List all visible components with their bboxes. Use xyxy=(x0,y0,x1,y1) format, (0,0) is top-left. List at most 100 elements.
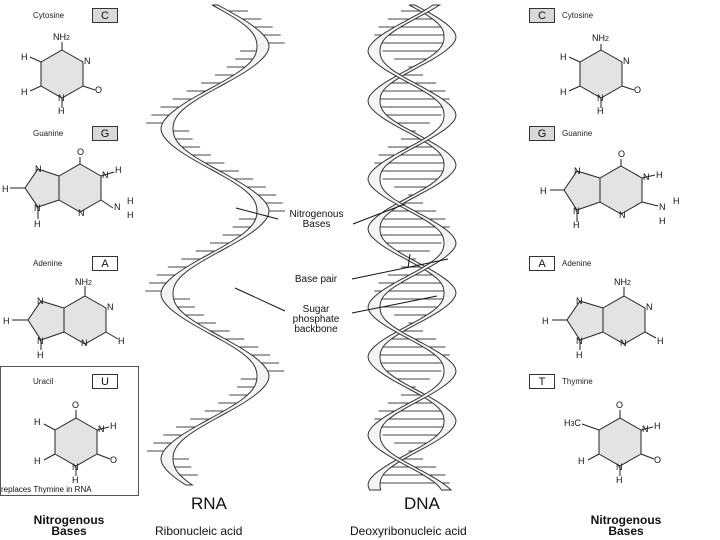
atom-n: N xyxy=(619,210,626,220)
thymine-label: Thymine xyxy=(562,377,593,386)
atom-n: N xyxy=(574,166,581,176)
thymine-methyl-label: H3C xyxy=(564,418,581,428)
guanine-left-structure xyxy=(10,157,115,219)
cytosine-right-letter-box: C xyxy=(529,8,555,23)
base-pair-callout: Base pair xyxy=(294,274,338,285)
guanine-label: Guanine xyxy=(33,129,64,138)
atom-h: H xyxy=(37,350,44,360)
atom-h: H xyxy=(21,52,28,62)
uracil-structure xyxy=(43,410,111,476)
atom-n: N xyxy=(642,424,649,434)
atom-n: N xyxy=(81,338,88,348)
atom-h: H xyxy=(560,87,567,97)
cytosine-right-label: Cytosine xyxy=(562,11,594,20)
cytosine-right-amino-label: NH2 xyxy=(592,33,609,43)
atom-n: N xyxy=(107,302,114,312)
atom-n: N xyxy=(620,338,627,348)
atom-n: N xyxy=(34,203,41,213)
dna-title: DNA xyxy=(404,494,440,513)
atom-n: N xyxy=(576,296,583,306)
atom-o: O xyxy=(95,85,103,95)
rna-title: RNA xyxy=(191,494,227,513)
cytosine-label: Cytosine xyxy=(33,11,65,20)
adenine-right-amino-label: NH2 xyxy=(614,277,631,287)
atom-h: H xyxy=(673,196,680,206)
atom-o: O xyxy=(72,400,80,410)
atom-h: H xyxy=(576,350,583,360)
atom-n: N xyxy=(643,172,650,182)
atom-n: N xyxy=(576,336,583,346)
cytosine-right-structure xyxy=(568,44,635,108)
uracil-panel xyxy=(0,366,139,496)
rna-backbone-strand xyxy=(160,4,270,486)
atom-h: H xyxy=(34,219,41,229)
atom-h: H xyxy=(560,52,567,62)
atom-n: N xyxy=(616,462,623,472)
atom-h: H xyxy=(540,186,547,196)
atom-o: O xyxy=(654,455,662,465)
atom-n: N xyxy=(72,462,79,472)
atom-n: N xyxy=(623,56,630,66)
uracil-letter-box: U xyxy=(92,374,118,389)
atom-h: H xyxy=(58,106,65,116)
guanine-right-label: Guanine xyxy=(562,129,593,138)
atom-h: H xyxy=(21,87,28,97)
dna-backbone-strand-2 xyxy=(367,4,457,491)
atom-n: N xyxy=(659,202,666,212)
dna-helix xyxy=(367,4,457,491)
atom-h: H xyxy=(72,475,79,485)
leader-lines xyxy=(234,203,449,314)
adenine-right-letter-box: A xyxy=(529,256,555,271)
atom-h: H xyxy=(127,210,134,220)
thymine-letter-box: T xyxy=(529,374,555,389)
atom-n: N xyxy=(597,93,604,103)
atom-h: H xyxy=(110,421,117,431)
atom-h: H xyxy=(127,196,134,206)
atom-o: O xyxy=(618,149,626,159)
atom-h: H xyxy=(118,336,125,346)
atom-h: H xyxy=(656,170,663,180)
atom-n: N xyxy=(646,302,653,312)
rna-subtitle: Ribonucleic acid xyxy=(155,524,243,538)
atom-h: H xyxy=(542,316,549,326)
atom-o: O xyxy=(77,147,85,157)
adenine-letter-box: A xyxy=(92,256,118,271)
atom-o: O xyxy=(634,85,642,95)
cytosine-left-structure xyxy=(29,42,96,108)
guanine-right-structure xyxy=(550,159,659,222)
uracil-note: replaces Thymine in RNA xyxy=(1,485,92,494)
atom-h: H xyxy=(597,106,604,116)
atom-h: H xyxy=(657,336,664,346)
atom-n: N xyxy=(114,202,121,212)
atom-h: H xyxy=(654,421,661,431)
atom-n: N xyxy=(58,93,65,103)
adenine-label: Adenine xyxy=(33,259,63,268)
atom-h: H xyxy=(34,417,41,427)
adenine-left-structure xyxy=(12,286,119,350)
cytosine-letter-box: C xyxy=(92,8,118,23)
adenine-amino-label: NH2 xyxy=(75,277,92,287)
atom-n: N xyxy=(573,206,580,216)
atom-n: N xyxy=(78,208,85,218)
atom-o: O xyxy=(616,400,624,410)
atom-h: H xyxy=(2,184,9,194)
atom-h: H xyxy=(659,216,666,226)
atom-h: H xyxy=(573,220,580,230)
atom-o: O xyxy=(110,455,118,465)
dna-backbone-strand-1 xyxy=(367,4,457,491)
atom-n: N xyxy=(37,336,44,346)
cytosine-amino-label: NH2 xyxy=(53,32,70,42)
atom-h: H xyxy=(34,456,41,466)
atom-n: N xyxy=(84,56,91,66)
atom-n: N xyxy=(37,296,44,306)
rna-helix xyxy=(145,4,285,486)
atom-n: N xyxy=(98,424,105,434)
dna-subtitle: Deoxyribonucleic acid xyxy=(350,524,467,538)
atom-h: H xyxy=(115,165,122,175)
guanine-right-letter-box: G xyxy=(529,126,555,141)
adenine-right-label: Adenine xyxy=(562,259,592,268)
